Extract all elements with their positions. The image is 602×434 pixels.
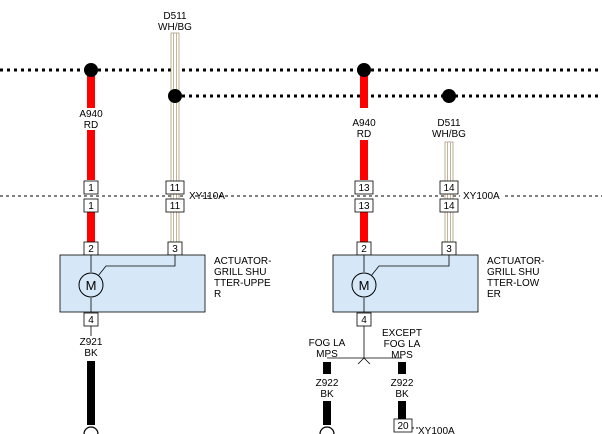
splice-dot-left-a940 <box>84 63 98 77</box>
a940-left-color-label: RD <box>84 120 98 131</box>
svg-text:13: 13 <box>358 201 370 212</box>
z922-right-wire-upper <box>398 362 406 374</box>
z922-right-circuit-label: Z922 <box>391 378 414 389</box>
svg-text:13: 13 <box>358 183 370 194</box>
svg-text:11: 11 <box>170 201 181 212</box>
xy100a-connector-label: XY100A <box>463 191 500 202</box>
motor-icon: M <box>351 272 377 298</box>
ground-icon <box>319 426 335 434</box>
lower-actuator-pin-3: 3 <box>441 241 457 256</box>
lower-actuator-label-line-3: TTER-LOW <box>487 278 540 289</box>
svg-text:1: 1 <box>88 201 94 212</box>
a940-left-circuit-label: A940 <box>79 109 103 120</box>
upper-actuator-label-line-1: ACTUATOR- <box>214 256 271 267</box>
svg-text:14: 14 <box>443 183 455 194</box>
d511-right-circuit-label: D511 <box>437 118 461 129</box>
lower-actuator-label-line-2: GRILL SHU <box>487 267 539 278</box>
lower-actuator-label-line-1: ACTUATOR- <box>487 256 544 267</box>
lower-actuator-label-line-4: ER <box>487 289 501 300</box>
z922-left-wire-upper <box>323 362 331 374</box>
a940-left-wire <box>87 72 95 242</box>
bottom-connector-pin-20: 20 <box>393 418 413 433</box>
except-fog-lamps-label-line-2: FOG LA <box>384 339 421 350</box>
svg-text:3: 3 <box>446 244 452 255</box>
z921-color-label: BK <box>84 348 98 359</box>
ground-icon <box>83 426 99 434</box>
svg-text:3: 3 <box>172 244 178 255</box>
z922-right-color-label: BK <box>395 389 409 400</box>
fog-lamps-label-line-2: MPS <box>316 349 338 360</box>
z922-left-color-label: BK <box>320 389 334 400</box>
upper-actuator-pin-2: 2 <box>83 241 99 256</box>
z921-circuit-label: Z921 <box>80 337 103 348</box>
upper-actuator-label-line-4: R <box>214 289 221 300</box>
svg-text:2: 2 <box>88 244 94 255</box>
upper-actuator-label-line-2: GRILL SHU <box>214 267 266 278</box>
pin-right-a940-upper: 13 <box>354 180 374 195</box>
z921-wire <box>87 361 95 425</box>
pin-right-a940-lower: 13 <box>354 198 374 213</box>
a940-right-circuit-label: A940 <box>352 118 376 129</box>
except-fog-lamps-label-line-3: MPS <box>391 350 413 361</box>
z922-left-circuit-label: Z922 <box>316 378 339 389</box>
svg-text:4: 4 <box>361 315 367 326</box>
svg-text:2: 2 <box>361 244 367 255</box>
fog-lamps-label-line-1: FOG LA <box>309 338 346 349</box>
lower-actuator-pin-4: 4 <box>356 312 372 327</box>
except-fog-lamps-label-line-1: EXCEPT <box>382 328 422 339</box>
svg-text:M: M <box>86 278 97 293</box>
lower-actuator-internal-wiring <box>363 255 450 312</box>
pin-right-d511-lower: 14 <box>439 198 459 213</box>
xy110a-connector-label: XY110A <box>189 191 225 202</box>
svg-text:20: 20 <box>397 421 409 432</box>
svg-text:14: 14 <box>443 201 455 212</box>
upper-actuator-pin-3: 3 <box>167 241 183 256</box>
d511-top-color-label: WH/BG <box>158 22 192 33</box>
splice-dot-right-d511 <box>442 89 456 103</box>
pin-left-a940-lower: 1 <box>83 198 99 213</box>
lower-actuator-pin-2: 2 <box>356 241 372 256</box>
d511-top-circuit-label: D511 <box>163 11 187 22</box>
pin-left-a940-upper: 1 <box>83 180 99 195</box>
upper-actuator-internal-wiring <box>90 255 176 312</box>
option-split-lines <box>327 326 402 365</box>
svg-text:M: M <box>359 278 370 293</box>
pin-left-d511-lower: 11 <box>165 198 185 213</box>
z922-right-wire <box>398 401 406 419</box>
svg-text:1: 1 <box>88 183 94 194</box>
pin-right-d511-upper: 14 <box>439 180 459 195</box>
z922-left-wire <box>323 401 331 425</box>
pin-left-d511-upper: 11 <box>165 180 185 195</box>
xy100a-bottom-connector-label: XY100A <box>418 426 455 434</box>
a940-right-color-label: RD <box>357 129 371 140</box>
svg-text:11: 11 <box>170 183 181 194</box>
upper-actuator-pin-4: 4 <box>83 312 99 327</box>
svg-text:4: 4 <box>88 315 94 326</box>
a940-right-wire <box>360 72 368 242</box>
splice-dot-right-a940 <box>357 63 371 77</box>
d511-right-color-label: WH/BG <box>432 129 466 140</box>
splice-dot-left-d511 <box>168 89 182 103</box>
motor-icon: M <box>78 272 104 298</box>
upper-actuator-label-line-3: TTER-UPPE <box>214 278 271 289</box>
